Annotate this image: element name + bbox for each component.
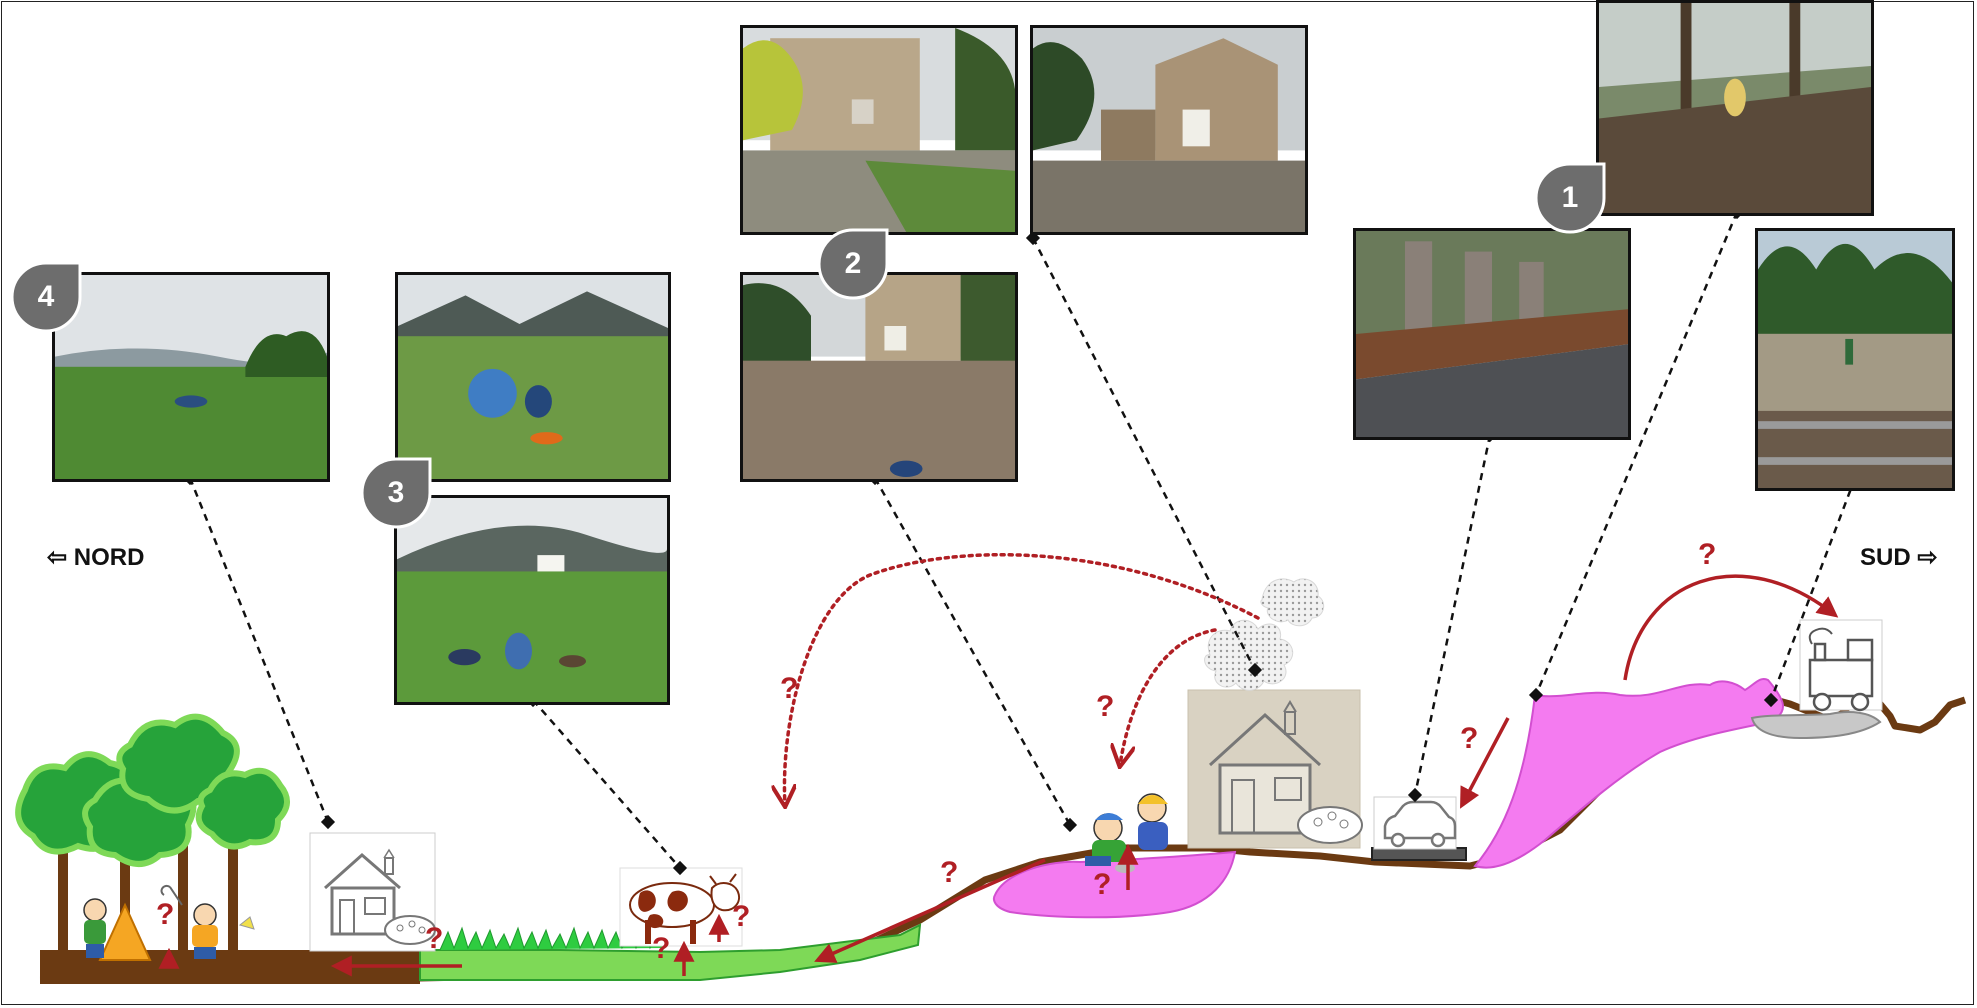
- question-mark-slope: ?: [940, 856, 959, 889]
- station-number-3: 3: [387, 476, 405, 509]
- photo-railway: [1755, 228, 1955, 491]
- leader-lines: [188, 211, 1857, 869]
- photo-station-2-buildings-right: [1030, 25, 1308, 235]
- deposit-house: [992, 850, 1237, 919]
- digging-children-illustration: [1085, 793, 1168, 873]
- photo-station-4-meadow: [52, 272, 330, 482]
- cow-illustration: [619, 867, 743, 947]
- station-number-4: 4: [37, 280, 55, 313]
- train-icon: [1799, 619, 1883, 712]
- large-house-icon: [1187, 689, 1363, 849]
- grass-strip: [419, 923, 922, 981]
- question-mark-railway: ?: [1698, 538, 1717, 571]
- photo-station-2-parking: [740, 272, 1018, 482]
- question-mark-cow-left: ?: [652, 932, 671, 965]
- direction-south-label: SUD ⇨: [1860, 544, 1938, 571]
- station-badge-2: 2: [815, 226, 891, 302]
- car-icon: [1373, 796, 1457, 850]
- photo-station-2-buildings-left: [740, 25, 1018, 235]
- station-badge-1: 1: [1532, 160, 1608, 236]
- road-slab: [1371, 847, 1467, 861]
- photo-station-3-meadow-top: [395, 272, 671, 482]
- station-number-1: 1: [1561, 181, 1579, 214]
- transport-arrows: [158, 574, 1839, 977]
- forest-trees: [15, 713, 290, 970]
- small-house-icon: [309, 832, 436, 952]
- photo-station-1-roadside: [1353, 228, 1631, 440]
- station-badge-4: 4: [8, 259, 84, 335]
- question-mark-wind-far: ?: [780, 672, 799, 705]
- camping-kids-illustration: [83, 885, 255, 961]
- station-badge-3: 3: [358, 455, 434, 531]
- station-number-2: 2: [844, 247, 862, 280]
- deposit-slope: [1473, 678, 1784, 869]
- question-mark-tent: ?: [156, 898, 175, 931]
- direction-north-label: ⇦ NORD: [47, 544, 145, 571]
- question-mark-wind-near: ?: [1096, 690, 1115, 723]
- photo-station-1-forest-slope: [1596, 0, 1874, 216]
- photo-station-3-meadow-bottom: [394, 495, 670, 705]
- wind-arrows: [784, 553, 1260, 805]
- question-mark-cow-right: ?: [732, 900, 751, 933]
- dust-cloud-top: [1260, 578, 1325, 627]
- question-mark-children: ?: [1093, 868, 1112, 901]
- railway-ballast: [1750, 711, 1882, 740]
- question-mark-grass: ?: [425, 922, 444, 955]
- question-mark-road: ?: [1460, 722, 1479, 755]
